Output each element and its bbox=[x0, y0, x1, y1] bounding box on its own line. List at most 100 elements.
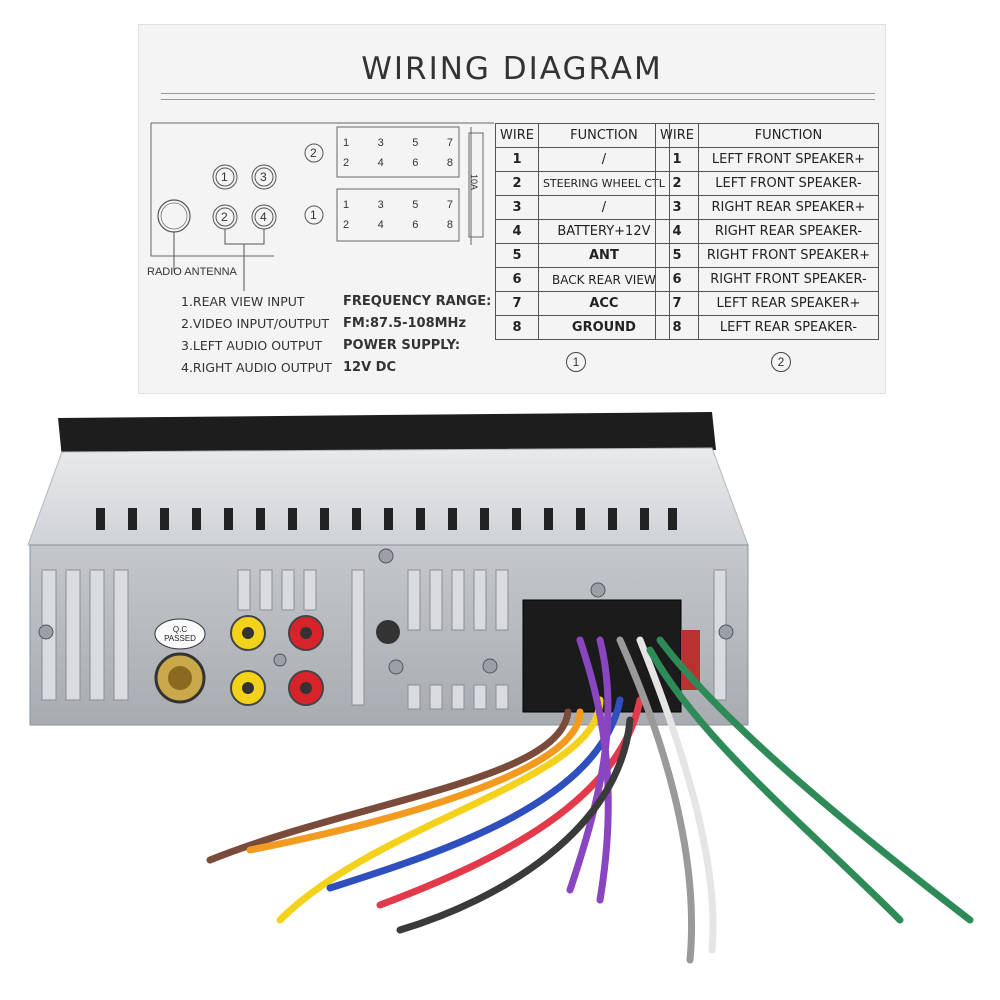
wire-function: LEFT FRONT SPEAKER+ bbox=[697, 147, 880, 172]
wire-harness bbox=[206, 636, 974, 964]
antenna-jack bbox=[154, 652, 206, 704]
wire-number: 4 bbox=[655, 219, 699, 244]
specs-block: FREQUENCY RANGE: FM:87.5-108MHz POWER SU… bbox=[343, 291, 491, 379]
jack-list-item: 4.RIGHT AUDIO OUTPUT bbox=[181, 360, 332, 375]
diagram-title: WIRING DIAGRAM bbox=[361, 51, 663, 87]
title-rule-2 bbox=[161, 99, 875, 100]
antenna-socket-icon bbox=[157, 199, 191, 233]
wire-function: ANT bbox=[537, 243, 670, 268]
wire-number: 6 bbox=[655, 267, 699, 292]
wire-number: 3 bbox=[655, 195, 699, 220]
col-header-wire: WIRE bbox=[495, 123, 539, 148]
wire-function: / bbox=[537, 147, 670, 172]
wire-number: 4 bbox=[495, 219, 539, 244]
wire-function: STEERING WHEEL CTL bbox=[537, 171, 670, 196]
pin: 4 bbox=[377, 219, 384, 231]
aux-jack bbox=[376, 620, 400, 644]
table-row: 3/ bbox=[495, 195, 670, 220]
pin: 1 bbox=[343, 137, 350, 149]
wire-function: BACK REAR VIEW bbox=[537, 267, 670, 292]
spec-line: FREQUENCY RANGE: bbox=[343, 294, 492, 309]
col-header-function: FUNCTION bbox=[697, 123, 880, 148]
col-header-function: FUNCTION bbox=[537, 123, 670, 148]
heat-sink-fins bbox=[41, 569, 727, 710]
wire-function: BATTERY+12V bbox=[537, 219, 670, 244]
vent-slots bbox=[96, 508, 677, 530]
wire-function: RIGHT FRONT SPEAKER+ bbox=[697, 243, 880, 268]
pin: 7 bbox=[446, 199, 453, 211]
pin: 3 bbox=[377, 137, 384, 149]
wire-function: ACC bbox=[537, 291, 670, 316]
fuse-label: 10A bbox=[469, 173, 480, 191]
jack-list-item: 1.REAR VIEW INPUT bbox=[181, 294, 305, 309]
jack-3-number: 3 bbox=[260, 170, 267, 184]
table-2-caption: 2 bbox=[771, 352, 791, 372]
col-header-wire: WIRE bbox=[655, 123, 699, 148]
wire-number: 1 bbox=[655, 147, 699, 172]
wire-number: 8 bbox=[495, 315, 539, 340]
screws bbox=[38, 548, 734, 675]
pin: 8 bbox=[446, 219, 453, 231]
wire-function: RIGHT FRONT SPEAKER- bbox=[697, 267, 880, 292]
wire-function: RIGHT REAR SPEAKER- bbox=[697, 219, 880, 244]
wire-function: LEFT REAR SPEAKER- bbox=[697, 315, 880, 340]
wire-number: 2 bbox=[655, 171, 699, 196]
wire-function: / bbox=[537, 195, 670, 220]
iso-connector bbox=[522, 599, 682, 713]
pin: 8 bbox=[446, 157, 453, 169]
spec-line: POWER SUPPLY: bbox=[343, 338, 461, 353]
pin: 7 bbox=[446, 137, 453, 149]
jack-2-number: 2 bbox=[221, 210, 228, 224]
spec-line: 12V DC bbox=[343, 360, 397, 375]
jack-list-item: 2.VIDEO INPUT/OUTPUT bbox=[181, 316, 330, 331]
pin: 5 bbox=[412, 137, 419, 149]
wire-number: 5 bbox=[655, 243, 699, 268]
wire-number: 8 bbox=[655, 315, 699, 340]
front-bezel bbox=[58, 412, 716, 458]
table-row: 1/ bbox=[495, 147, 670, 172]
jack-function-list: 1.REAR VIEW INPUT 2.VIDEO INPUT/OUTPUT 3… bbox=[181, 291, 332, 379]
title-rule bbox=[161, 93, 875, 94]
wire-number: 1 bbox=[495, 147, 539, 172]
connector-2-number: 2 bbox=[310, 146, 317, 160]
pin: 6 bbox=[412, 157, 419, 169]
wire-number: 6 bbox=[495, 267, 539, 292]
connector-1-number: 1 bbox=[310, 208, 317, 222]
antenna-label: RADIO ANTENNA bbox=[147, 266, 237, 278]
wire-function: GROUND bbox=[537, 315, 670, 340]
back-panel-outline bbox=[150, 122, 494, 291]
top-cover bbox=[27, 447, 749, 546]
table-1-caption: 1 bbox=[566, 352, 586, 372]
rca-jacks bbox=[230, 615, 324, 706]
spec-line: FM:87.5-108MHz bbox=[343, 316, 467, 331]
pin: 6 bbox=[412, 219, 419, 231]
passed-text: PASSED bbox=[164, 634, 196, 643]
wire-number: 2 bbox=[495, 171, 539, 196]
wire-number: 7 bbox=[655, 291, 699, 316]
wire-function: LEFT REAR SPEAKER+ bbox=[697, 291, 880, 316]
pin: 5 bbox=[412, 199, 419, 211]
wire-number: 5 bbox=[495, 243, 539, 268]
wire-number: 7 bbox=[495, 291, 539, 316]
pin: 3 bbox=[377, 199, 384, 211]
wire-function: LEFT FRONT SPEAKER- bbox=[697, 171, 880, 196]
wire-number: 3 bbox=[495, 195, 539, 220]
